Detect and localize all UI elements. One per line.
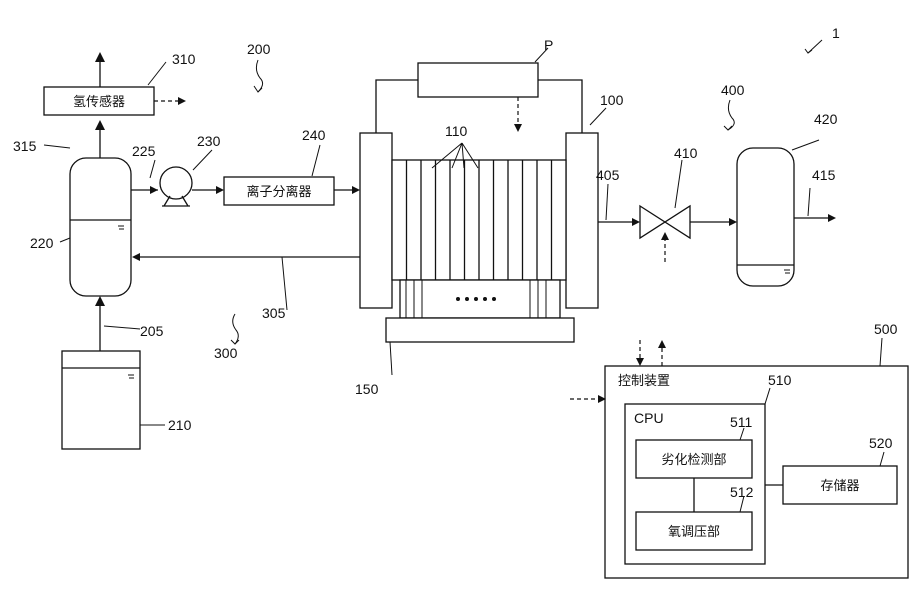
ref-220: 220 xyxy=(30,235,54,251)
arrow-right xyxy=(150,186,158,194)
ref-510: 510 xyxy=(768,372,792,388)
ref-400: 400 xyxy=(721,82,745,98)
ellipsis-dot xyxy=(456,297,460,301)
ellipsis-dot xyxy=(465,297,469,301)
ref-511: 511 xyxy=(730,414,753,430)
controller-label: 控制装置 xyxy=(618,374,670,389)
arrow-right xyxy=(178,97,186,105)
ref-520: 520 xyxy=(869,435,893,451)
ref-1: 1 xyxy=(832,25,840,41)
arrow-right xyxy=(216,186,224,194)
ellipsis-dot xyxy=(492,297,496,301)
ref-100: 100 xyxy=(600,92,624,108)
arrow-right xyxy=(632,218,640,226)
ref-p: P xyxy=(544,37,553,53)
pump-230 xyxy=(160,167,192,206)
arrow-up xyxy=(95,296,105,306)
ref-310: 310 xyxy=(172,51,196,67)
ref-230: 230 xyxy=(197,133,221,149)
arrow-left xyxy=(132,253,140,261)
storage-label: 存储器 xyxy=(820,479,859,494)
cpu-label: CPU xyxy=(634,410,664,426)
ref-500: 500 xyxy=(874,321,898,337)
arrow-right xyxy=(828,214,836,222)
tank-210 xyxy=(62,351,140,449)
hydrogen-sensor-label: 氢传感器 xyxy=(73,94,125,110)
ref-305: 305 xyxy=(262,305,286,321)
ellipsis-dot xyxy=(483,297,487,301)
ref-225: 225 xyxy=(132,143,156,159)
ref-405: 405 xyxy=(596,167,620,183)
ion-separator-label: 离子分离器 xyxy=(246,184,311,200)
ref-240: 240 xyxy=(302,127,326,143)
pressure-regulator-label: 氧调压部 xyxy=(668,525,720,540)
degradation-detector-label: 劣化检测部 xyxy=(661,453,726,468)
pump-p xyxy=(376,63,582,133)
ref-410: 410 xyxy=(674,145,698,161)
ref-420: 420 xyxy=(814,111,838,127)
ref-512: 512 xyxy=(730,484,754,500)
ref-300: 300 xyxy=(214,345,238,361)
ref-200: 200 xyxy=(247,41,271,57)
arrow-right xyxy=(352,186,360,194)
arrow-up xyxy=(95,52,105,62)
ref-315: 315 xyxy=(13,138,37,154)
ellipsis-dot xyxy=(474,297,478,301)
separator-220 xyxy=(70,158,131,296)
arrow-up xyxy=(95,120,105,130)
arrow-up xyxy=(661,232,669,240)
ref-415: 415 xyxy=(812,167,836,183)
arrow-right xyxy=(729,218,737,226)
ref-210: 210 xyxy=(168,417,192,433)
tank-420 xyxy=(737,148,794,286)
fuel-cell-stack-100 xyxy=(360,133,598,342)
ref-150: 150 xyxy=(355,381,379,397)
ref-110: 110 xyxy=(445,123,468,139)
ref-205: 205 xyxy=(140,323,164,339)
